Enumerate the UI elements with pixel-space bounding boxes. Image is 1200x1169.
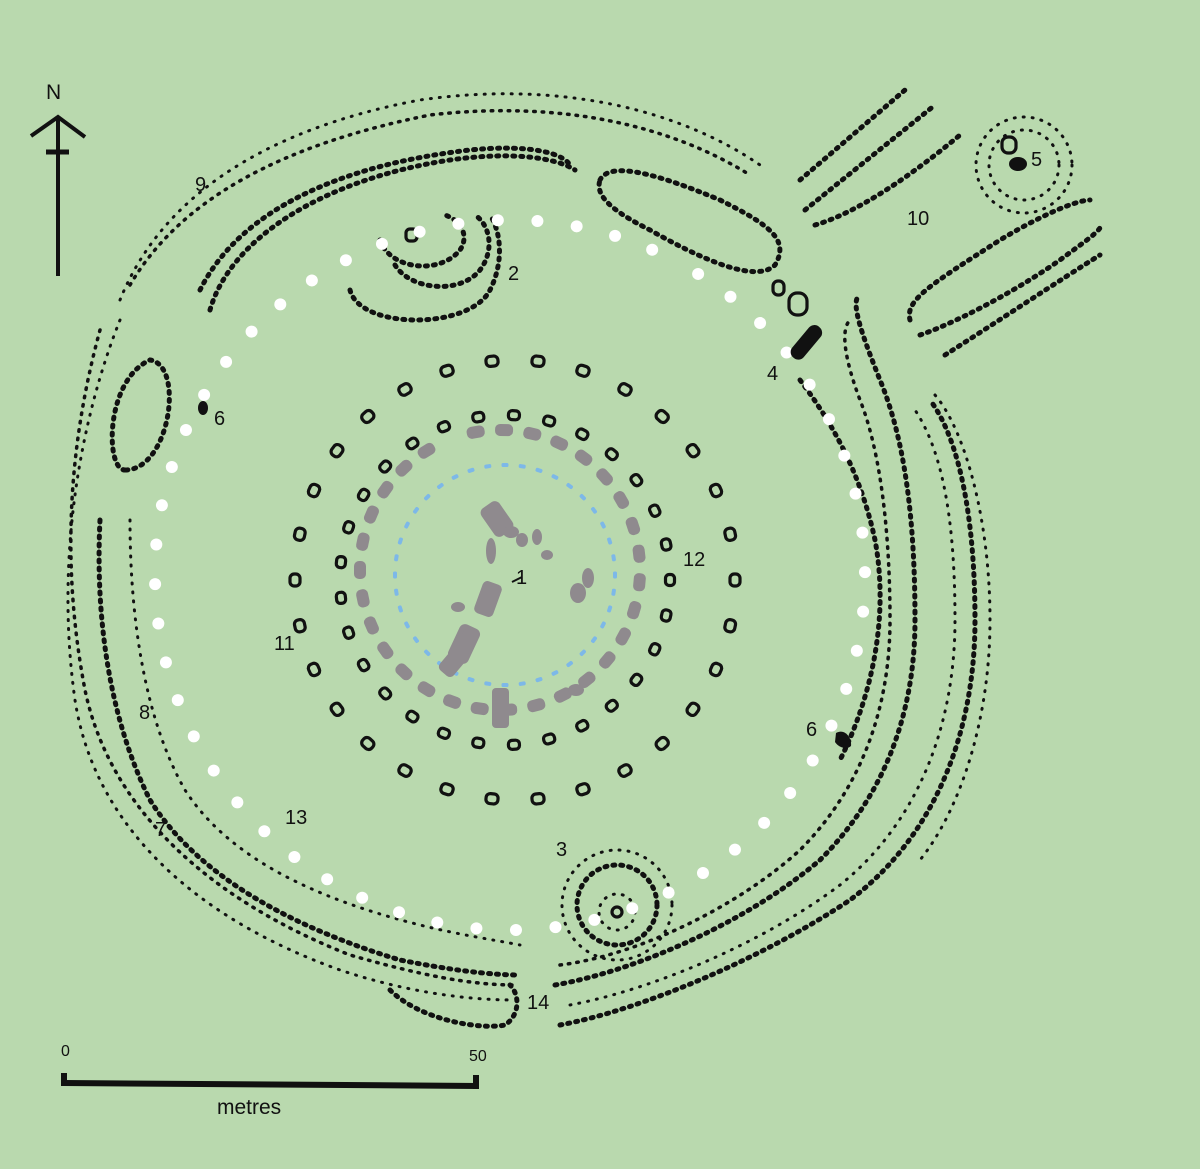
trilithons [438,501,594,728]
feature-label-13: 13 [285,807,308,829]
feature-label-1: 1 [516,567,528,589]
north-arrow [29,114,87,276]
feature-label-5: 5 [1031,149,1043,171]
station-stone-5 [1009,157,1027,171]
scale-unit-label: metres [217,1096,282,1119]
scale-end-label: 50 [469,1048,487,1065]
feature-label-11: 11 [274,633,295,655]
feature-label-7: 7 [155,819,167,841]
scale-bar [61,1073,479,1089]
label-1-pointer [511,576,523,583]
feature-label-9: 9 [195,174,207,196]
feature-label-6-south: 6 [806,719,818,741]
heel-stone-4 [771,279,823,360]
station-stone-6-north [198,401,208,415]
z-holes [334,409,677,751]
sarsen-circle [354,423,646,716]
outer-bank [66,92,992,1029]
y-holes [288,354,742,806]
feature-label-14: 14 [527,992,550,1014]
station-stone-5-mound [974,115,1074,215]
feature-label-10: 10 [907,208,930,230]
feature-label-6-north: 6 [214,408,226,430]
north-arrow-label: N [46,81,62,104]
feature-label-4: 4 [767,363,779,385]
feature-label-3: 3 [556,839,568,861]
scale-start-label: 0 [61,1043,70,1060]
station-stone-6-south [835,731,852,749]
feature-label-2: 2 [508,263,520,285]
feature-label-8: 8 [139,702,151,724]
feature-label-12: 12 [683,549,706,571]
aubrey-holes [149,214,871,936]
avenue-banks [797,87,1103,358]
south-barrow-3 [560,848,674,962]
